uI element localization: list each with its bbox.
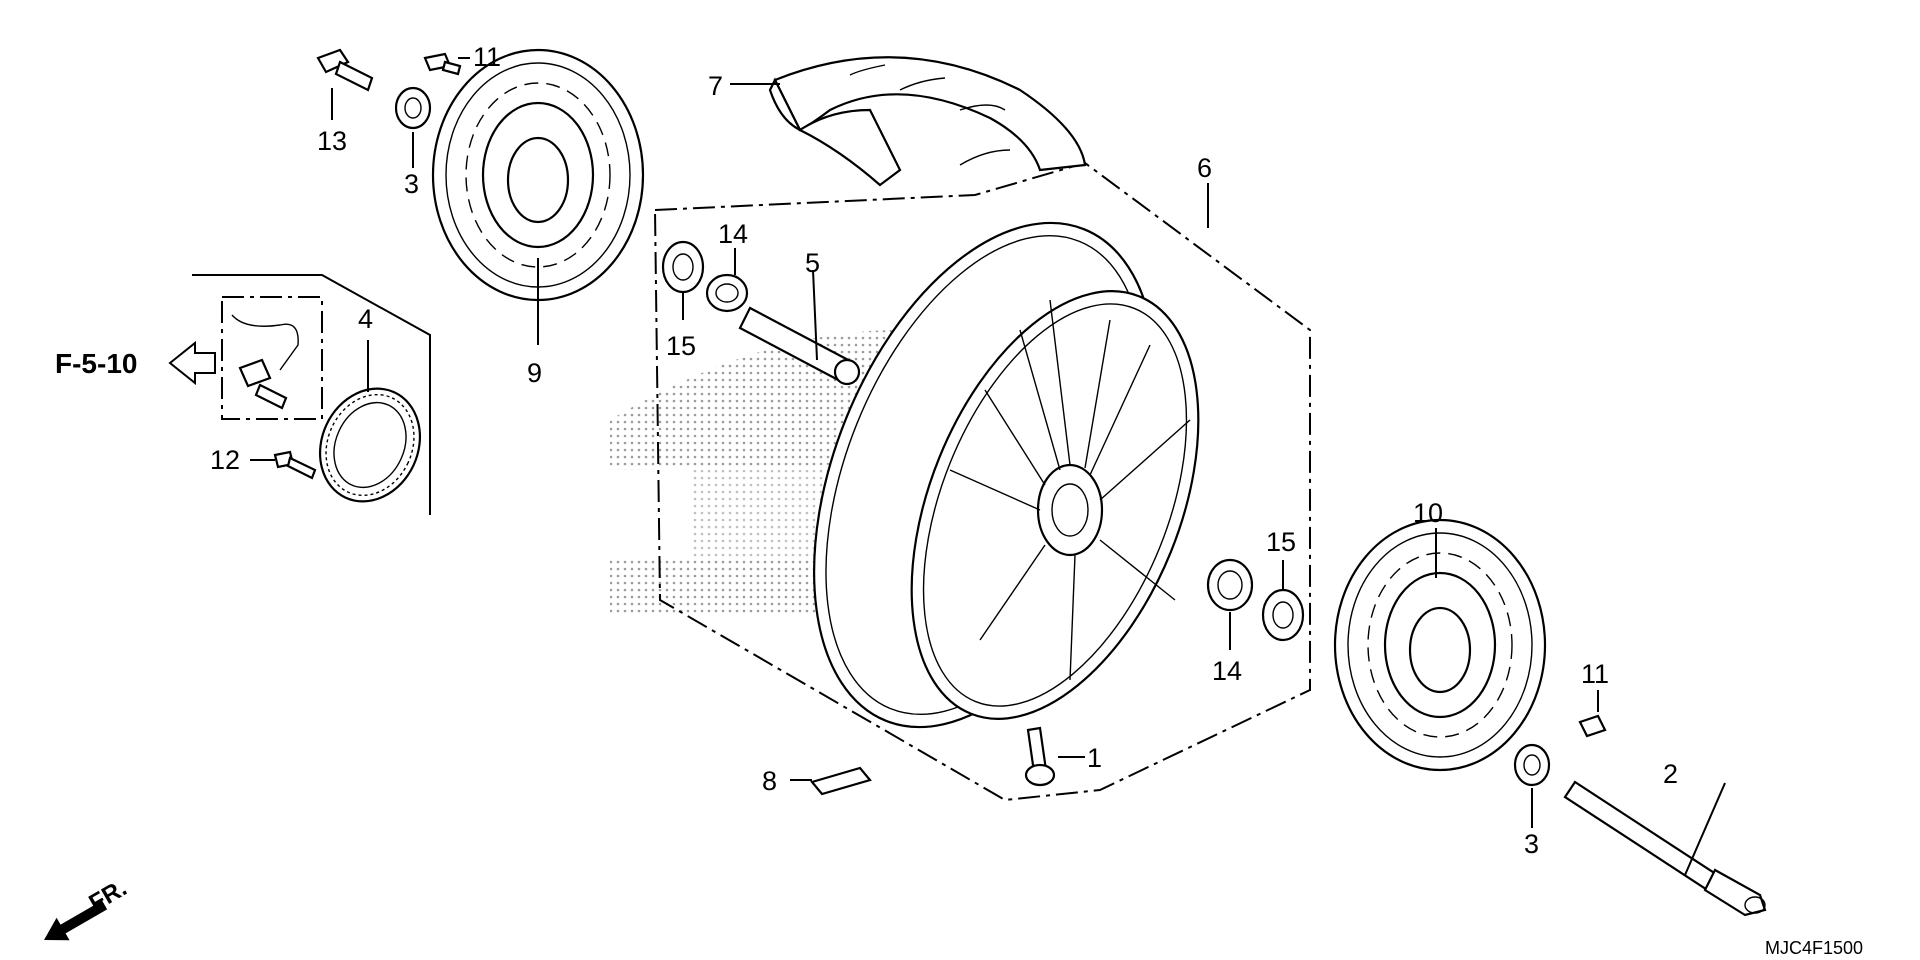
- bearing-left: [661, 240, 705, 294]
- callout-10: 10: [1413, 498, 1443, 528]
- callout-8: 8: [762, 766, 777, 796]
- callout-9: 9: [527, 358, 542, 388]
- callout-5: 5: [805, 248, 820, 278]
- dust-seal-left: [705, 273, 749, 313]
- callout-6: 6: [1197, 153, 1212, 183]
- wheel-speed-sensor: [231, 314, 299, 410]
- callout-14-right: 14: [1212, 656, 1242, 686]
- callout-14-left: 14: [718, 219, 748, 249]
- valve-stem: [1024, 726, 1056, 787]
- callout-4: 4: [358, 304, 373, 334]
- wheel: [813, 221, 1200, 729]
- callout-1: 1: [1087, 743, 1102, 773]
- direction-arrow-icon: [44, 900, 108, 941]
- side-collar-right: [1513, 743, 1551, 787]
- sensor-group-bracket: [192, 274, 431, 515]
- callout-13: 13: [317, 126, 347, 156]
- leader-lines: [250, 57, 1726, 876]
- callout-15-left: 15: [666, 331, 696, 361]
- bolt-12: [273, 450, 317, 480]
- callout-11-right: 11: [1581, 659, 1609, 689]
- callout-7: 7: [708, 71, 723, 101]
- brake-disc-right: [1333, 518, 1547, 772]
- callout-11-left: 11: [473, 42, 501, 72]
- bolt-11-right: [1578, 714, 1607, 738]
- pulser-ring: [318, 387, 422, 503]
- bolt-11-left: [423, 52, 462, 76]
- wheel-assembly-boundary: [653, 161, 1311, 802]
- callout-12: 12: [210, 445, 240, 475]
- callout-3-left: 3: [404, 169, 419, 199]
- callout-15-right: 15: [1266, 527, 1296, 557]
- callout-2: 2: [1663, 759, 1678, 789]
- sensor-dashed-box: [221, 296, 323, 420]
- reference-arrow-icon: [168, 340, 216, 386]
- front-axle: [1563, 780, 1767, 917]
- bolt-13: [316, 48, 374, 92]
- diagram-code: MJC4F1500: [1765, 938, 1863, 958]
- tire: [768, 56, 1087, 187]
- brake-disc-left: [431, 48, 645, 302]
- dust-seal-right: [1206, 558, 1254, 612]
- balance-weight: [810, 766, 872, 796]
- reference-label: F-5-10: [55, 348, 137, 379]
- side-collar-left: [394, 86, 432, 130]
- callout-3-right: 3: [1524, 829, 1539, 859]
- bearing-right: [1261, 588, 1305, 642]
- axle-spacer: [738, 306, 861, 386]
